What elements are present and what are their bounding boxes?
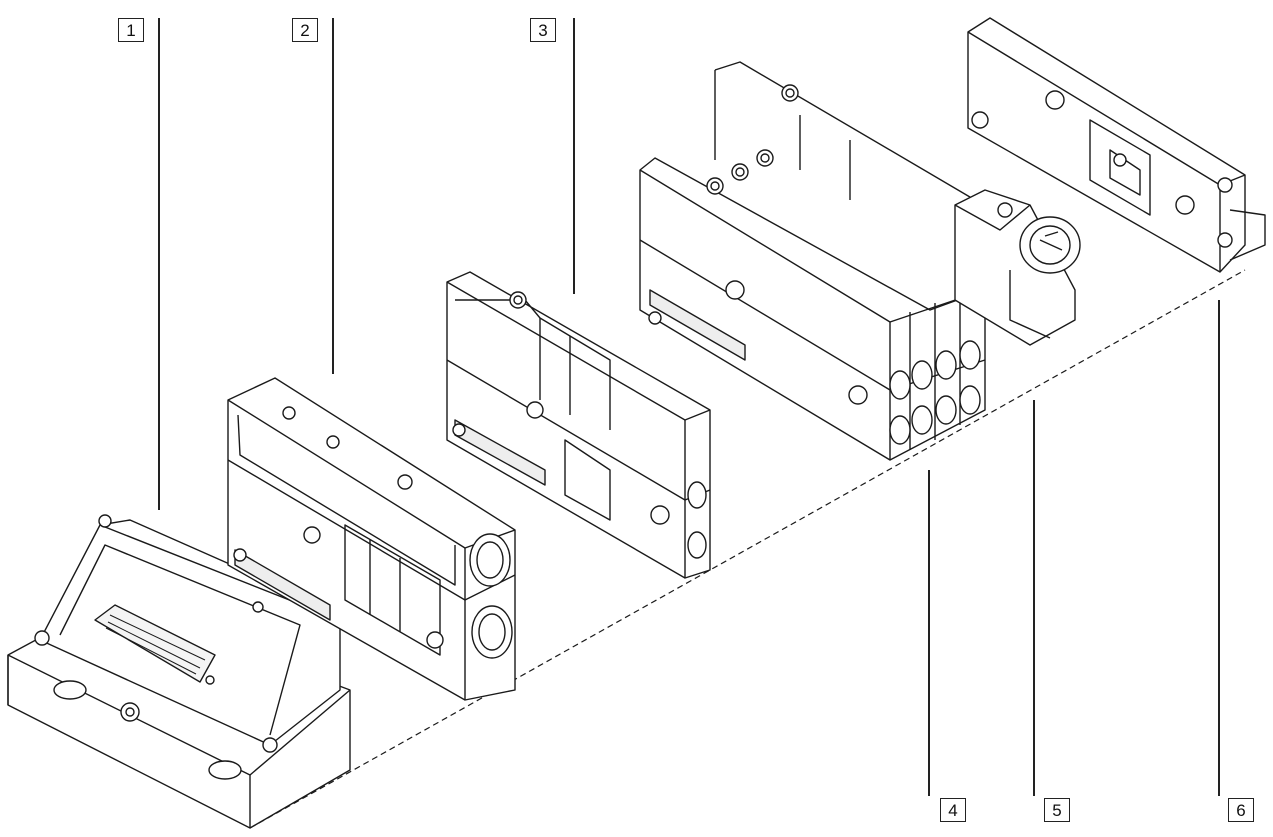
part-5-pressure-regulator [954, 189, 1081, 346]
part-4-valve-group [639, 61, 986, 461]
part-6-right-end-plate [967, 17, 1266, 273]
part-2-left-end-plate [227, 377, 516, 701]
callout-6-label: 6 [1228, 798, 1254, 822]
callout-1-label: 1 [118, 18, 144, 42]
callout-5-label: 5 [1044, 798, 1070, 822]
callout-4-label: 4 [940, 798, 966, 822]
callout-1-leader [158, 18, 160, 510]
callout-5-leader [1033, 400, 1035, 796]
callout-3-leader [573, 18, 575, 294]
part-1-electrical-connection-plate [7, 514, 351, 829]
assembly-axis-line [249, 269, 1246, 829]
callout-6-leader [1218, 300, 1220, 796]
callout-2-label: 2 [292, 18, 318, 42]
sub-d-connector [94, 604, 216, 683]
callout-2-leader [332, 18, 334, 374]
callout-4-leader [928, 470, 930, 796]
callout-3-label: 3 [530, 18, 556, 42]
part-3-valve-module [446, 271, 711, 579]
